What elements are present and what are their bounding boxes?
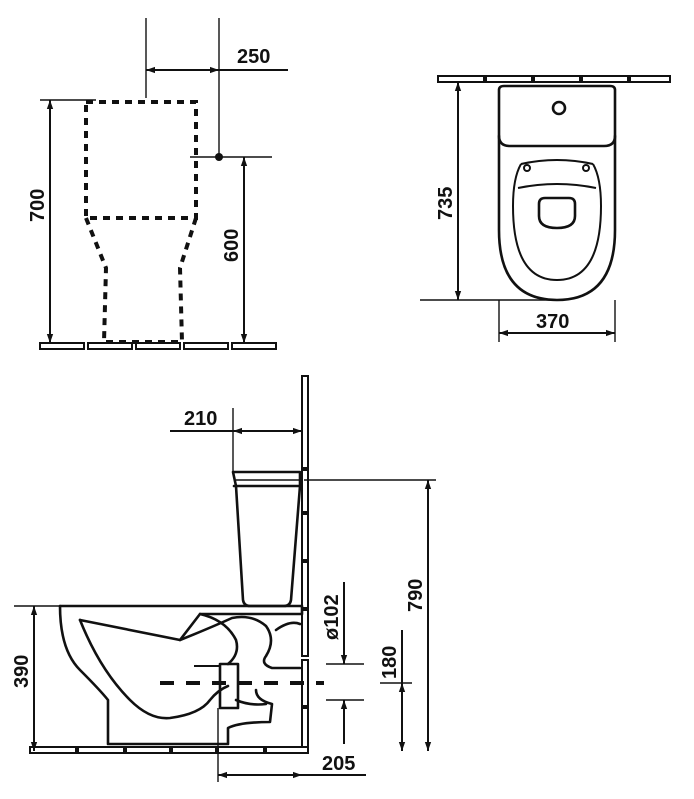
front-inlet-point xyxy=(215,153,223,161)
top-tank-outline xyxy=(497,84,617,148)
dim-side-outlet-diameter: ø102 xyxy=(321,594,343,640)
top-bowl-outline xyxy=(497,134,617,302)
dim-front-inlet-height: 600 xyxy=(221,229,243,262)
dim-side-seat-height: 390 xyxy=(11,655,33,688)
side-bowl-outline xyxy=(58,604,304,642)
side-outlet-connector xyxy=(218,662,240,710)
front-view: 250 700 600 xyxy=(27,18,288,350)
top-flush-button xyxy=(551,100,567,116)
side-wall xyxy=(301,375,309,753)
dim-top-width: 370 xyxy=(536,311,569,333)
top-wall xyxy=(437,75,671,83)
dim-front-height: 700 xyxy=(27,189,49,222)
top-drain-outline xyxy=(537,196,577,230)
dim-top-depth: 735 xyxy=(435,187,457,220)
top-view: 735 370 xyxy=(420,75,671,342)
dim-side-tank-depth: 210 xyxy=(184,408,217,430)
dim-side-outlet-offset: 205 xyxy=(322,753,355,775)
dim-side-height: 790 xyxy=(405,579,427,612)
front-toilet-outline xyxy=(84,100,198,220)
side-tank-outline xyxy=(231,470,302,608)
side-floor xyxy=(29,746,309,754)
dim-side-outlet-height: 180 xyxy=(379,646,401,679)
side-view: 210 790 390 ø102 180 205 xyxy=(11,375,436,782)
dim-front-tank-offset: 250 xyxy=(237,46,270,68)
